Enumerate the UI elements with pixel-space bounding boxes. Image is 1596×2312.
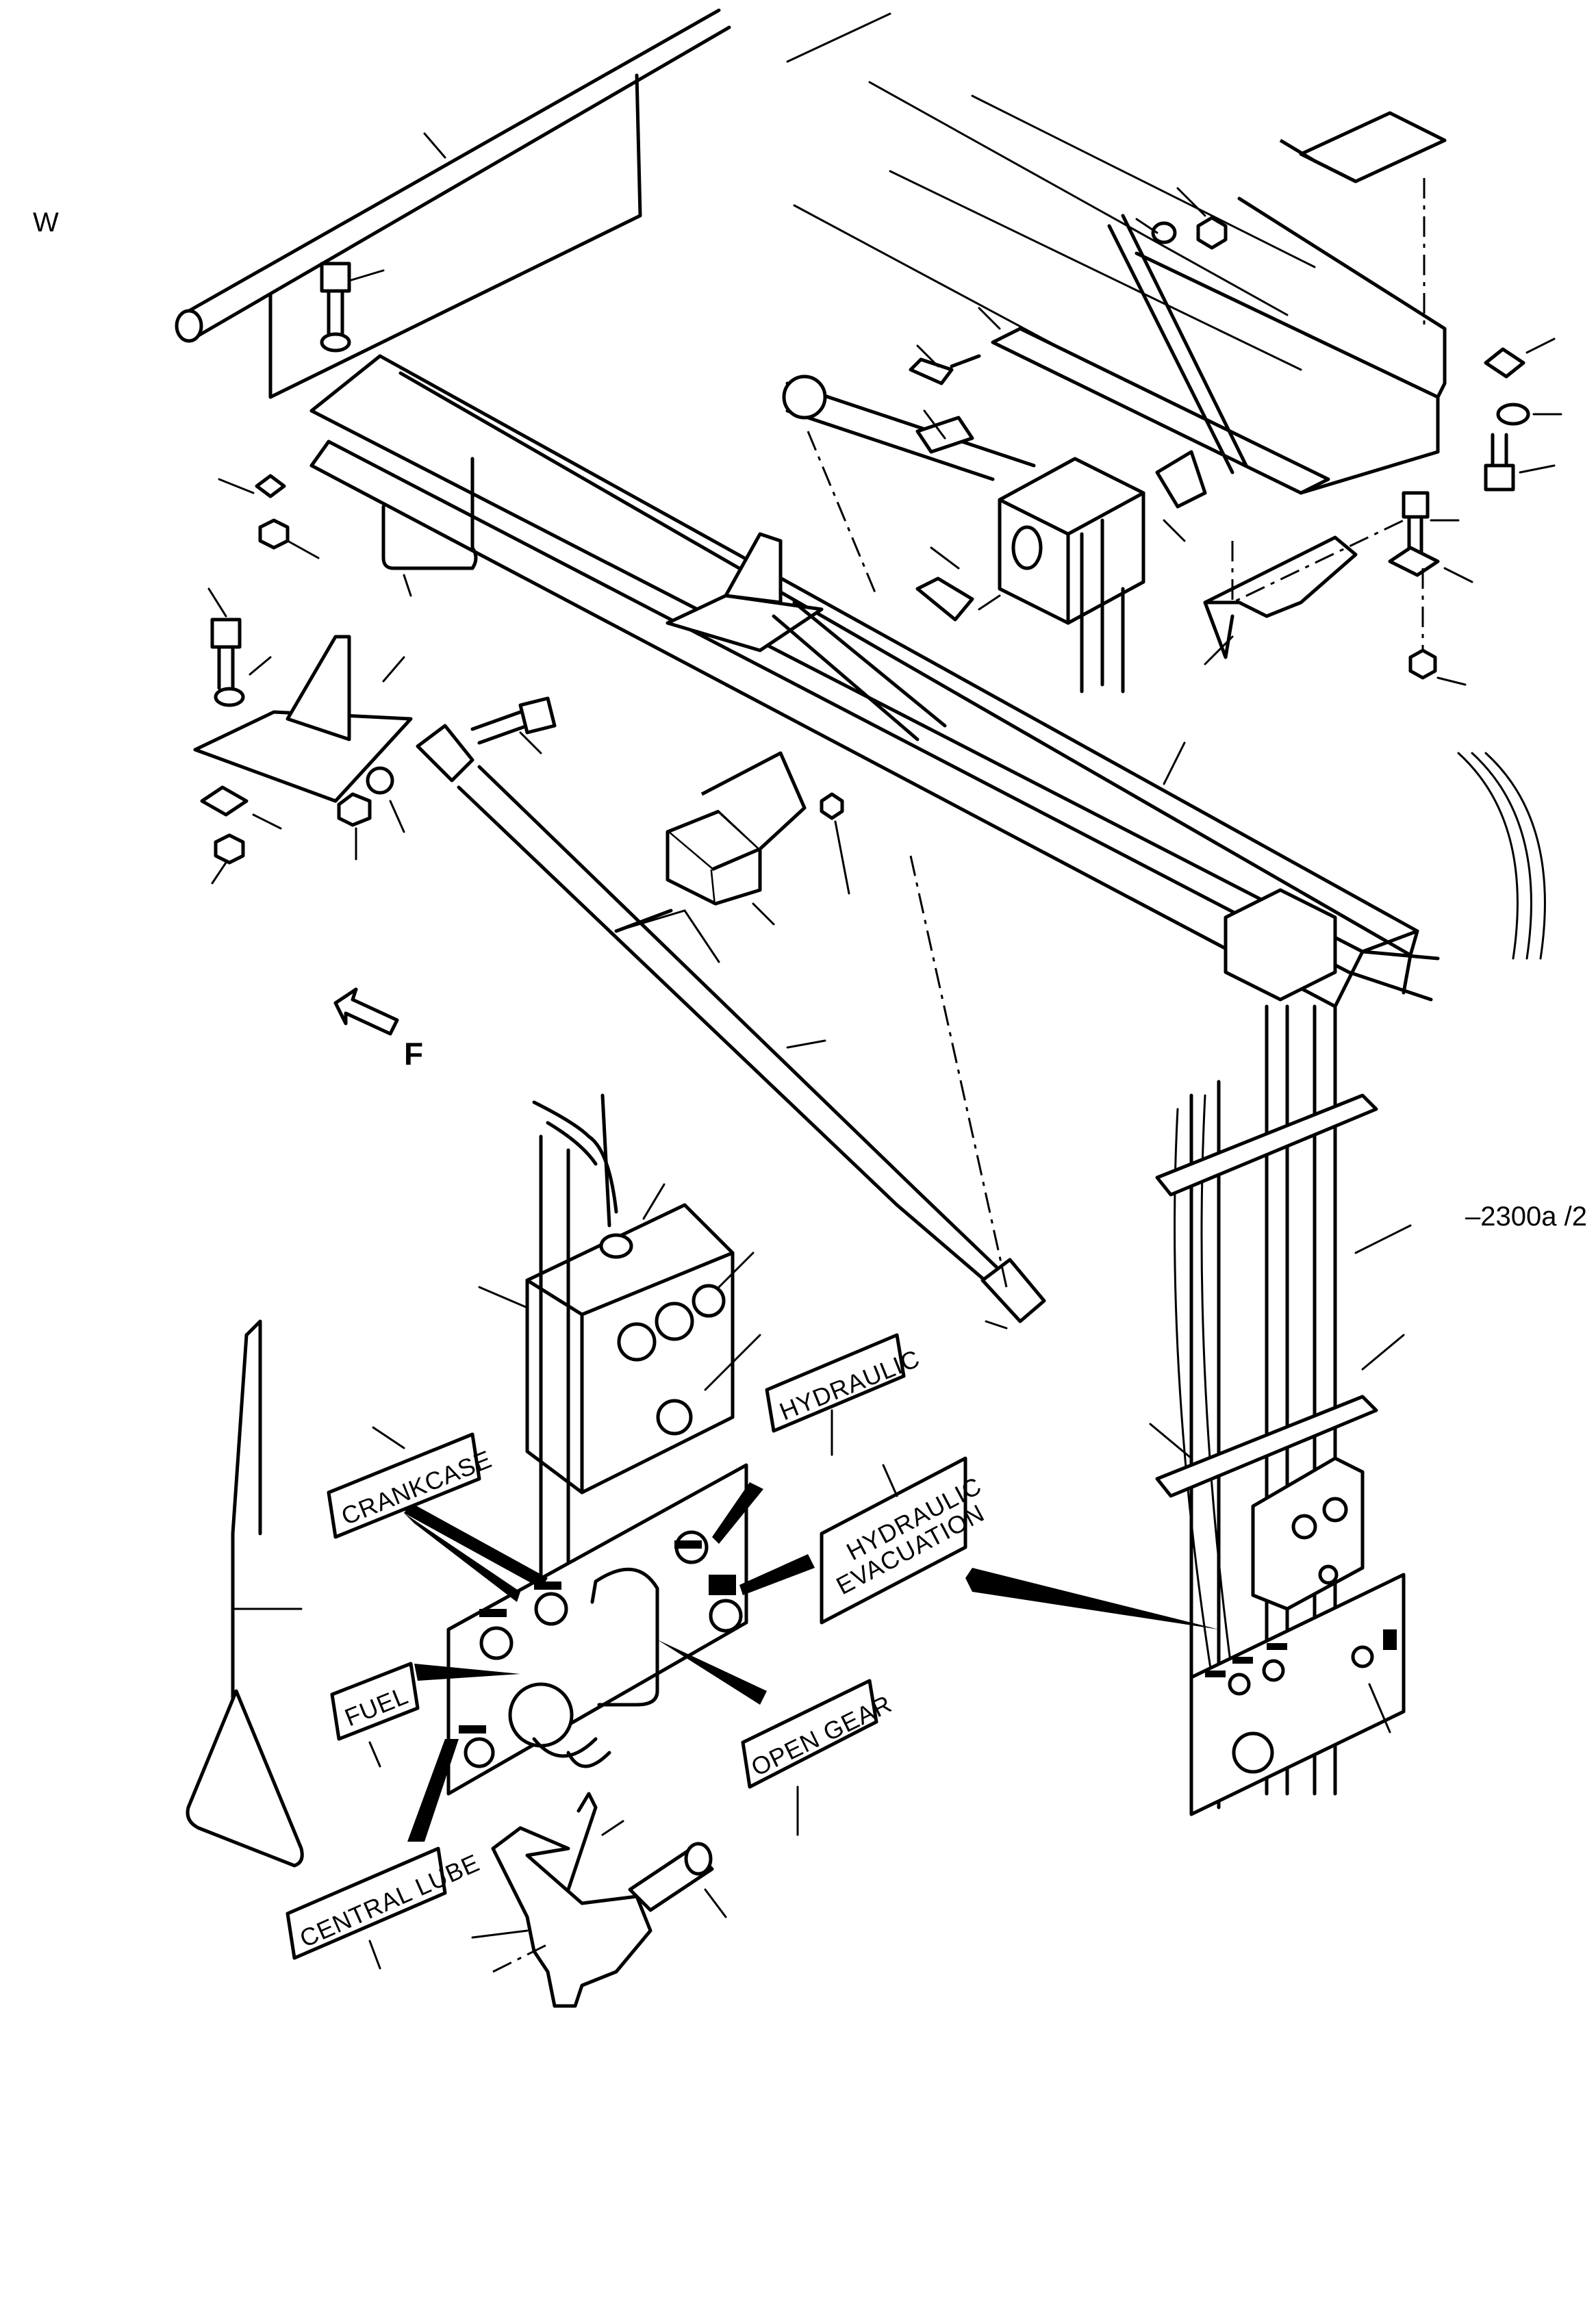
corner-mark: W — [33, 207, 59, 238]
top-right-mount — [793, 81, 1447, 495]
latch-assembly — [471, 1792, 727, 2008]
link-arm-assembly — [782, 214, 1248, 694]
main-frame — [309, 354, 1440, 1008]
tag-open-gear: OPEN GEAR — [741, 1679, 896, 1836]
gas-strut — [416, 724, 1046, 1330]
pivot-bracket — [666, 532, 947, 741]
cable-column-right — [1149, 752, 1546, 1816]
callout-pointers — [404, 1482, 815, 1842]
tag-central-lube: CENTRAL LUBE — [286, 1846, 484, 1970]
figure-reference: –2300a /2 — [1465, 1202, 1587, 1232]
strut-fasteners — [337, 696, 557, 861]
bolt-set-top-left — [218, 262, 385, 559]
control-box — [478, 1093, 761, 1645]
handle-rod — [186, 1319, 304, 1868]
u-bolt — [381, 457, 478, 597]
detail-pointer — [965, 1568, 1219, 1629]
mounting-plate-left — [193, 587, 413, 885]
limit-switch — [614, 751, 850, 963]
tag-fuel: FUEL — [330, 1662, 420, 1768]
tag-hydraulic-evacuation: HYDRAULIC EVACUATION — [820, 1456, 989, 1625]
routing-lines — [807, 431, 1008, 1288]
direction-arrow: F — [333, 987, 423, 1071]
right-side-hardware — [1203, 338, 1562, 686]
direction-marker: F — [404, 1036, 423, 1071]
control-panel — [446, 1463, 748, 1796]
handrail-assembly — [175, 8, 891, 399]
tag-hydraulic: HYDRAULIC — [765, 1333, 924, 1456]
